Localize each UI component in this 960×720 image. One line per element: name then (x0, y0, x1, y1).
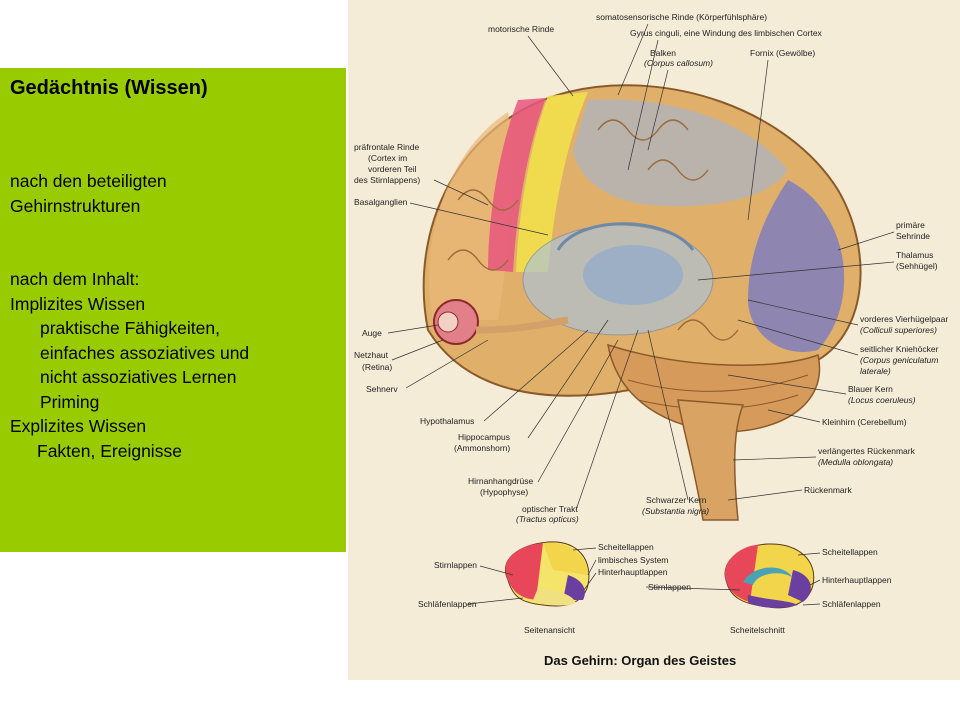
label-blauer-kern-2: (Locus coeruleus) (848, 395, 916, 405)
text-line: Priming (40, 391, 100, 412)
label-s-scheitellappen-r: Scheitellappen (822, 547, 878, 557)
label-basalganglien: Basalganglien (354, 197, 408, 207)
label-s-seitenansicht: Seitenansicht (524, 625, 576, 635)
label-netzhaut-2: (Retina) (362, 362, 392, 372)
label-hippocampus: Hippocampus (458, 432, 510, 442)
text-line: nicht assoziatives Lernen (40, 367, 237, 387)
label-s-schlaefen-l: Schläfenlappen (418, 599, 477, 609)
label-balken-latin: (Corpus callosum) (644, 58, 713, 68)
slide-title: Gedächtnis (Wissen) (10, 77, 208, 99)
label-motorische-rinde: motorische Rinde (488, 24, 554, 34)
figure-caption: Das Gehirn: Organ des Geistes (544, 653, 736, 668)
label-vierhuegel-2: (Colliculi superiores) (860, 325, 937, 335)
label-primaere-sehrinde-2: Sehrinde (896, 231, 930, 241)
label-blauer-kern: Blauer Kern (848, 384, 893, 394)
label-hypothalamus: Hypothalamus (420, 416, 474, 426)
text-line: Fakten, Ereignisse (37, 440, 182, 461)
label-s-hinterhaupt: Hinterhauptlappen (598, 567, 668, 577)
label-hirnanhangdruese: Hirnanhangdrüse (468, 476, 533, 486)
label-fornix: Fornix (Gewölbe) (750, 48, 815, 58)
brain-figure: motorische Rinde somatosensorische Rinde… (348, 0, 960, 680)
text-line: Gehirnstrukturen (10, 195, 141, 216)
text-line: praktische Fähigkeiten, (40, 318, 220, 338)
text-line: nach dem Inhalt: (10, 269, 140, 289)
label-s-limbisch: limbisches System (598, 555, 668, 565)
label-balken: Balken (650, 48, 676, 58)
label-praefrontal-3: vorderen Teil (368, 164, 417, 174)
label-auge: Auge (362, 328, 382, 338)
label-schwarzer-kern-2: (Substantia nigra) (642, 506, 709, 516)
label-praefrontal-2: (Cortex im (368, 153, 407, 163)
label-hirnanhangdruese-2: (Hypophyse) (480, 487, 528, 497)
label-kleinhirn: Kleinhirn (Cerebellum) (822, 417, 907, 427)
label-s-scheitellappen: Scheitellappen (598, 542, 654, 552)
text-line: Implizites Wissen (10, 293, 146, 314)
text-line: einfaches assoziatives und (40, 342, 250, 363)
label-gyrus-cinguli: Gyrus cinguli, eine Windung des limbisch… (630, 28, 823, 38)
label-verlaengertes-rm-2: (Medulla oblongata) (818, 457, 893, 467)
label-kniehoecker-3: laterale) (860, 366, 891, 376)
label-optischer-trakt: optischer Trakt (522, 504, 578, 514)
text-line: Explizites Wissen (10, 416, 147, 436)
label-rueckenmark: Rückenmark (804, 485, 852, 495)
label-netzhaut: Netzhaut (354, 350, 389, 360)
label-s-schlaefen-r: Schläfenlappen (822, 599, 881, 609)
text-panel (0, 68, 346, 552)
label-hippocampus-2: (Ammonshorn) (454, 443, 510, 453)
text-line: nach den beteiligten (10, 171, 167, 191)
label-primaere-sehrinde: primäre (896, 220, 925, 230)
label-schwarzer-kern: Schwarzer Kern (646, 495, 707, 505)
label-praefrontal: präfrontale Rinde (354, 142, 419, 152)
label-somatosensorisch: somatosensorische Rinde (Körperfühlsphär… (596, 12, 767, 22)
label-s-hinterhaupt-r: Hinterhauptlappen (822, 575, 892, 585)
brain-illustration: motorische Rinde somatosensorische Rinde… (354, 12, 948, 668)
label-kniehoecker-2: (Corpus geniculatum (860, 355, 938, 365)
label-s-scheitelschnitt: Scheitelschnitt (730, 625, 785, 635)
label-kniehoecker: seitlicher Kniehöcker (860, 344, 939, 354)
label-thalamus-2: (Sehhügel) (896, 261, 938, 271)
label-thalamus: Thalamus (896, 250, 933, 260)
label-verlaengertes-rm: verlängertes Rückenmark (818, 446, 916, 456)
label-s-stirnlappen-r: Stirnlappen (648, 582, 691, 592)
brain-main-drawing (422, 84, 862, 521)
slide-text: Gedächtnis (Wissen) nach den beteiligten… (10, 76, 340, 463)
label-s-stirnlappen-l: Stirnlappen (434, 560, 477, 570)
label-optischer-trakt-2: (Tractus opticus) (516, 514, 579, 524)
label-praefrontal-4: des Stirnlappens) (354, 175, 420, 185)
label-sehnerv: Sehnerv (366, 384, 398, 394)
label-vierhuegel: vorderes Vierhügelpaar (860, 314, 948, 324)
lateral-view-diagram (505, 541, 590, 607)
midline-section-diagram (724, 543, 815, 609)
